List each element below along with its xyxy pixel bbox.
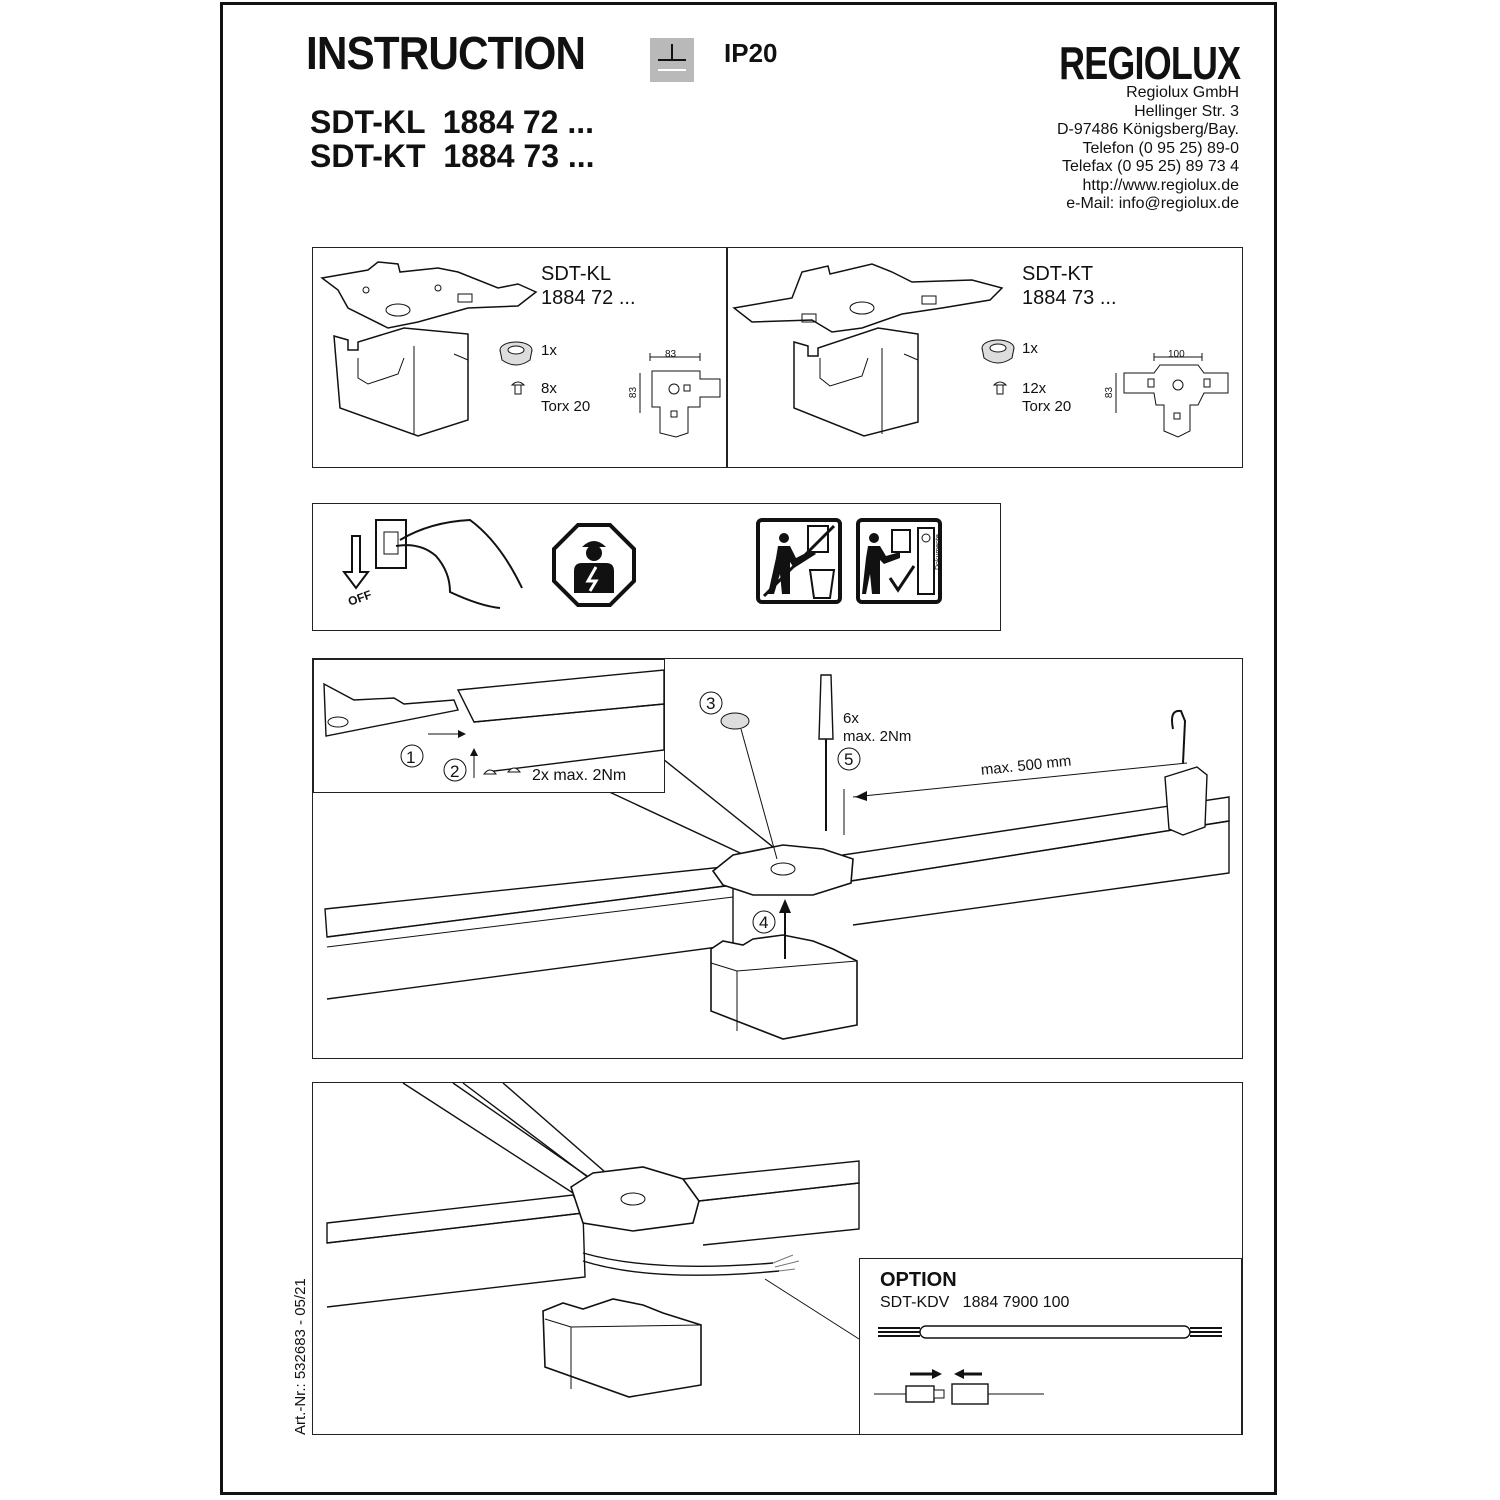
cable-connector-illustration — [874, 1325, 1222, 1405]
detail-illustration — [323, 669, 665, 782]
step-3-label: 3 — [706, 694, 716, 713]
kt-connector-illustration — [732, 263, 1004, 437]
assembly-illustration — [324, 674, 1230, 1040]
cap-icon — [981, 339, 1015, 364]
main-screw-torque: max. 2Nm — [843, 728, 912, 745]
kt-dimension-drawing — [1115, 353, 1229, 438]
company-web-link[interactable]: http://www.regiolux.de — [1082, 176, 1239, 194]
kl-connector-illustration — [320, 261, 538, 437]
model-line-kt: SDT-KT 1884 73 ... — [310, 138, 595, 174]
article-number: Art.-Nr.: 532683 - 05/21 — [292, 1278, 309, 1435]
company-fax: Telefax (0 95 25) 89 73 4 — [1061, 158, 1239, 175]
step-2-label: 2 — [450, 762, 460, 781]
option-title: OPTION — [880, 1269, 957, 1291]
ceiling-mount-icon — [650, 38, 694, 82]
kl-dim-width: 83 — [665, 349, 677, 360]
ip-rating: IP20 — [724, 38, 778, 68]
instruction-sheet — [220, 2, 1277, 1495]
company-address: Regiolux GmbH Hellinger Str. 3 D-97486 K… — [1057, 84, 1239, 214]
kt-dim-height: 83 — [1104, 386, 1116, 399]
keep-documents-icon — [856, 518, 942, 604]
step-5-label: 5 — [844, 750, 854, 769]
kl-part-number: 1884 72 ... — [541, 287, 636, 309]
screw-icon — [510, 381, 526, 395]
wiring-illustration — [326, 1082, 860, 1398]
step-1-label: 1 — [406, 748, 416, 767]
kt-cap-qty: 1x — [1022, 340, 1038, 357]
option-box — [859, 1258, 1242, 1435]
company-email-link[interactable]: e-Mail: info@regiolux.de — [1066, 195, 1239, 212]
kl-screw-qty: 8x — [541, 380, 557, 397]
brand-logo: REGIOLUX — [1058, 37, 1241, 89]
kt-part-number: 1884 73 ... — [1022, 287, 1117, 309]
power-off-icon — [342, 518, 523, 609]
screw-icon — [992, 381, 1008, 395]
kt-screw-qty: 12x — [1022, 380, 1047, 397]
company-name: Regiolux GmbH — [1126, 84, 1239, 101]
step-4-label: 4 — [759, 913, 769, 932]
kl-part-name: SDT-KL — [541, 263, 612, 285]
company-street: Hellinger Str. 3 — [1134, 102, 1239, 120]
parts-divider — [726, 247, 728, 468]
page-title: INSTRUCTION — [306, 27, 586, 79]
kt-dim-width: 100 — [1168, 349, 1185, 360]
kl-dim-height: 83 — [628, 386, 640, 399]
model-line-kl: SDT-KL 1884 72 ... — [310, 104, 594, 140]
kl-dimension-drawing — [639, 353, 721, 438]
kt-part-name: SDT-KT — [1022, 263, 1094, 285]
no-disposal-icon — [756, 518, 842, 604]
main-screw-qty: 6x — [843, 710, 859, 727]
kt-screw-type: Torx 20 — [1022, 398, 1072, 415]
detail-torque: 2x max. 2Nm — [532, 767, 627, 784]
documents-label: Dokumente — [935, 534, 942, 570]
company-phone: Telefon (0 95 25) 89-0 — [1082, 139, 1239, 157]
option-product: SDT-KDV 1884 7900 100 — [880, 1294, 1070, 1311]
electrician-icon — [552, 523, 636, 607]
kl-cap-qty: 1x — [541, 342, 557, 359]
kl-screw-type: Torx 20 — [541, 398, 591, 415]
cap-icon — [499, 341, 533, 366]
company-city: D-97486 Königsberg/Bay. — [1056, 121, 1239, 138]
